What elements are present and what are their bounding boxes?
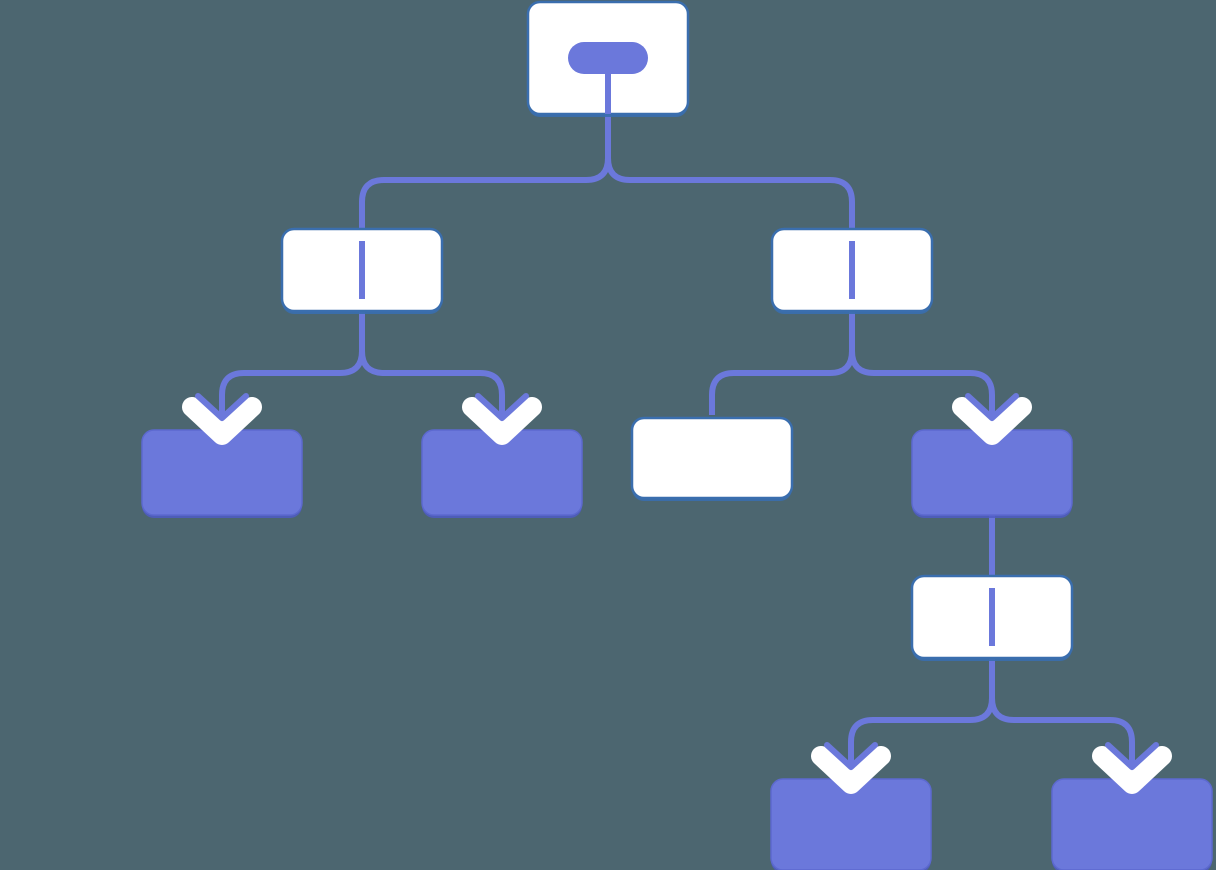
edge-level3-to-node-b <box>989 658 1135 783</box>
level4-node-a[interactable] <box>770 778 932 870</box>
arrow-head-icon <box>811 742 891 794</box>
level2-node-c-body[interactable] <box>630 416 794 500</box>
edge-root-to-level1-right <box>605 114 855 229</box>
root-pill-badge[interactable] <box>568 42 648 74</box>
arrow-head-icon <box>182 393 262 445</box>
arrow-head-icon <box>952 393 1032 445</box>
arrow-head-icon <box>1092 742 1172 794</box>
arrow-layer <box>182 393 1172 794</box>
level3-node[interactable] <box>910 574 1074 661</box>
level4-node-b[interactable] <box>1051 778 1213 870</box>
edge-layer <box>219 114 1135 783</box>
level2-node-b[interactable] <box>421 429 583 518</box>
level1-left-node[interactable] <box>280 227 444 314</box>
level2-node-a[interactable] <box>141 429 303 518</box>
edge-level1-right-to-node-c <box>709 311 855 415</box>
edge-root-to-level1-left <box>359 114 611 229</box>
level2-node-c[interactable] <box>630 416 794 501</box>
edge-level1-left-to-node-b <box>359 311 505 434</box>
level2-node-d[interactable] <box>911 429 1073 518</box>
root-node[interactable] <box>526 0 690 117</box>
edge-level1-right-to-node-d <box>849 311 995 434</box>
node-layer <box>141 0 1213 870</box>
level1-right-node[interactable] <box>770 227 934 314</box>
arrow-head-icon <box>462 393 542 445</box>
